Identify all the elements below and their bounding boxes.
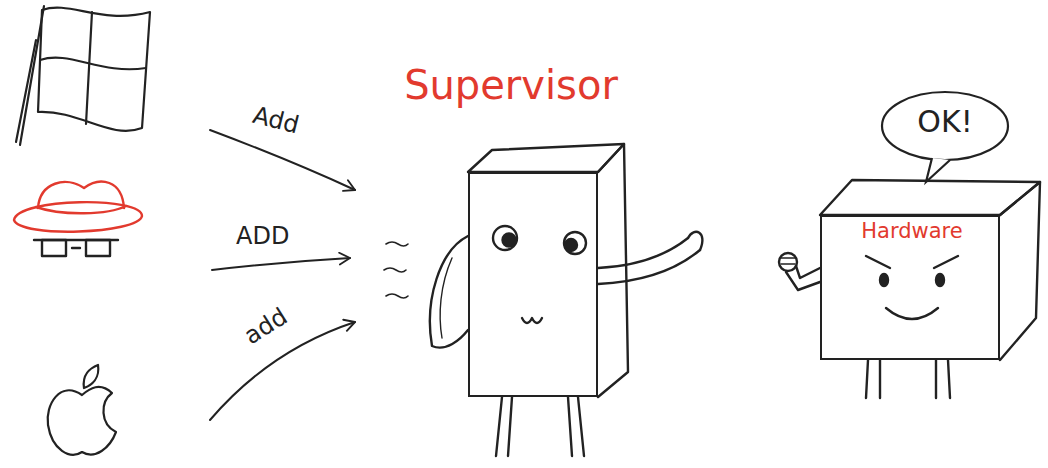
pupil — [565, 239, 577, 251]
motion-line — [384, 268, 406, 272]
motion-line — [386, 242, 408, 246]
flag-cloth — [38, 8, 150, 131]
arm — [598, 238, 688, 268]
brow — [934, 256, 958, 268]
node-label: OK! — [880, 104, 1010, 139]
wing-line — [440, 258, 452, 338]
leg — [935, 360, 937, 398]
windows-flag-icon — [16, 6, 150, 145]
leg — [508, 397, 512, 456]
leg — [879, 360, 881, 398]
arm — [796, 266, 820, 278]
mouth — [886, 308, 938, 319]
hat-brim — [14, 202, 142, 231]
hardware-box: Hardware — [820, 215, 1000, 360]
arm — [598, 250, 700, 284]
fist — [779, 253, 797, 271]
brow — [866, 256, 890, 268]
hardware-character — [779, 180, 1040, 398]
node-label: Supervisor — [386, 62, 636, 108]
node-label: Hardware — [832, 219, 992, 243]
apple-icon — [48, 365, 116, 455]
call-arrows — [210, 130, 355, 420]
hand — [688, 232, 702, 250]
box-side — [1000, 182, 1040, 360]
leg — [948, 360, 950, 398]
motion-line — [386, 294, 408, 298]
bubble-tail — [926, 158, 950, 182]
glasses-lens — [86, 240, 110, 256]
leg — [568, 397, 572, 456]
fist-fingers — [781, 258, 795, 264]
call-arrow — [212, 258, 350, 270]
flag-stripe — [40, 58, 146, 70]
wing — [430, 236, 468, 348]
hat-band — [36, 206, 126, 213]
call-arrow — [210, 130, 355, 190]
eye — [564, 232, 586, 254]
mouth — [522, 318, 542, 323]
glasses-lens — [42, 240, 66, 256]
eye — [493, 226, 517, 250]
apple-body — [48, 387, 116, 455]
apple-leaf — [84, 365, 99, 388]
leg — [496, 397, 502, 456]
eye — [880, 274, 888, 286]
box-side — [598, 144, 628, 397]
nose — [72, 247, 80, 249]
supervisor-box: Supervisor — [468, 172, 598, 397]
pupil — [503, 234, 516, 247]
arrow-label: Add — [250, 101, 302, 139]
supervisor-character — [430, 144, 702, 456]
call-arrow — [210, 322, 355, 420]
leg — [578, 397, 584, 456]
redhat-icon — [14, 182, 142, 256]
speech-bubble: OK! — [880, 90, 1010, 162]
eye — [936, 274, 944, 286]
leg — [866, 360, 868, 398]
flag-pole — [16, 40, 36, 142]
motion-lines — [384, 242, 408, 298]
arrow-label: ADD — [236, 222, 289, 250]
arrow-label: add — [239, 302, 292, 350]
arm — [786, 272, 820, 290]
flag-stripe — [86, 12, 92, 124]
